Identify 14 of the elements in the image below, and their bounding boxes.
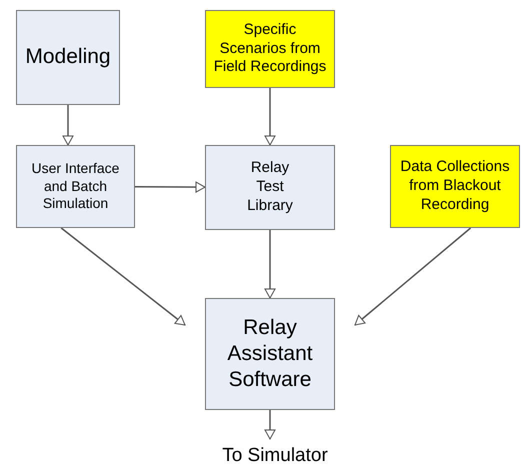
- process-box: Modeling: [16, 10, 120, 105]
- process-box: User Interface and Batch Simulation: [16, 145, 135, 228]
- arrow: [264, 230, 276, 298]
- arrow: [264, 88, 276, 146]
- process-box: Relay Test Library: [205, 145, 335, 230]
- process-box: Data Collections from Blackout Recording: [390, 145, 520, 228]
- process-box: Specific Scenarios from Field Recordings: [205, 10, 335, 88]
- arrow: [60, 227, 186, 326]
- output-label: To Simulator: [195, 445, 355, 467]
- arrow: [62, 105, 74, 146]
- process-box: Relay Assistant Software: [205, 298, 335, 410]
- arrow: [354, 227, 472, 326]
- arrow: [264, 410, 276, 440]
- arrow: [135, 182, 206, 193]
